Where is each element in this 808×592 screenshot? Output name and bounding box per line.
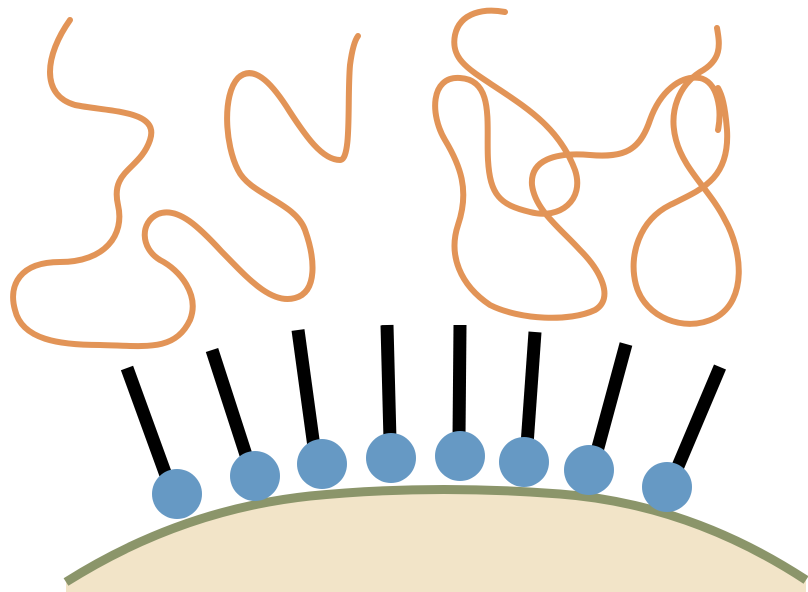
polymer-coil-2 bbox=[435, 11, 719, 318]
tether-4 bbox=[387, 325, 390, 440]
tether-6 bbox=[527, 332, 535, 445]
tether-3 bbox=[298, 330, 314, 447]
tethers bbox=[127, 325, 720, 478]
anchor-head-2 bbox=[230, 451, 280, 501]
tether-7 bbox=[596, 344, 626, 455]
anchor-head-3 bbox=[297, 439, 347, 489]
polymer-coil-3 bbox=[634, 28, 739, 324]
tether-8 bbox=[676, 367, 720, 471]
polymer-coil-1 bbox=[13, 20, 358, 346]
tether-5 bbox=[459, 325, 460, 438]
anchor-head-4 bbox=[366, 433, 416, 483]
polymer-coils bbox=[13, 11, 739, 346]
tether-1 bbox=[127, 368, 167, 478]
anchor-head-7 bbox=[564, 445, 614, 495]
anchor-head-6 bbox=[499, 437, 549, 487]
anchor-head-8 bbox=[642, 462, 692, 512]
tether-2 bbox=[212, 350, 247, 458]
anchor-head-5 bbox=[435, 431, 485, 481]
anchor-head-1 bbox=[152, 469, 202, 519]
